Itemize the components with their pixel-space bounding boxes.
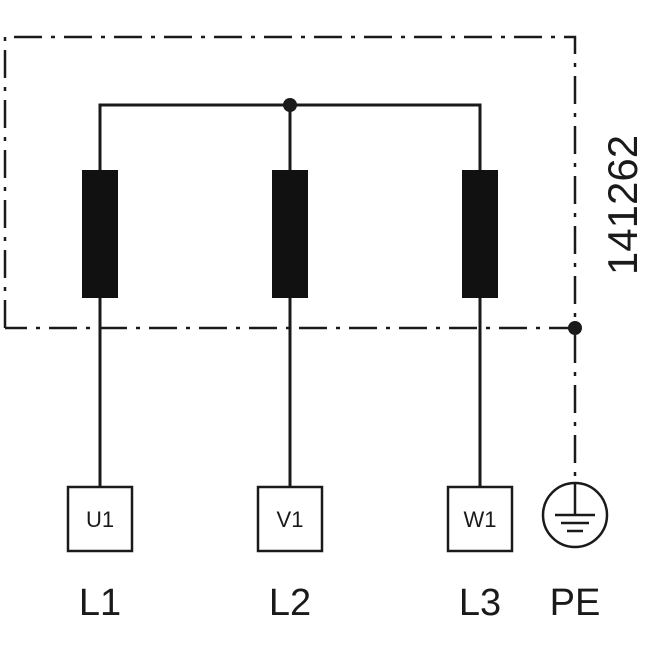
line-label-l3: L3 [459, 582, 501, 624]
terminal-v1[interactable]: V1 [256, 485, 324, 553]
terminal-label-w1: W1 [464, 507, 497, 532]
earth-junction [568, 321, 582, 335]
protective-earth-icon [541, 481, 609, 549]
line-label-l1: L1 [79, 582, 121, 624]
star-point-bus [98, 103, 482, 170]
enclosure-boundary [3, 35, 577, 330]
line-label-pe: PE [550, 582, 601, 624]
winding-v [272, 170, 308, 298]
terminal-w1[interactable]: W1 [446, 485, 514, 553]
line-label-l2: L2 [269, 582, 311, 624]
terminal-label-u1: U1 [86, 507, 114, 532]
document-number: 141262 [599, 135, 646, 275]
winding-w [462, 170, 498, 298]
terminal-label-v1: V1 [277, 507, 304, 532]
terminal-u1[interactable]: U1 [66, 485, 134, 553]
star-point-junction [283, 98, 297, 112]
winding-u [82, 170, 118, 298]
